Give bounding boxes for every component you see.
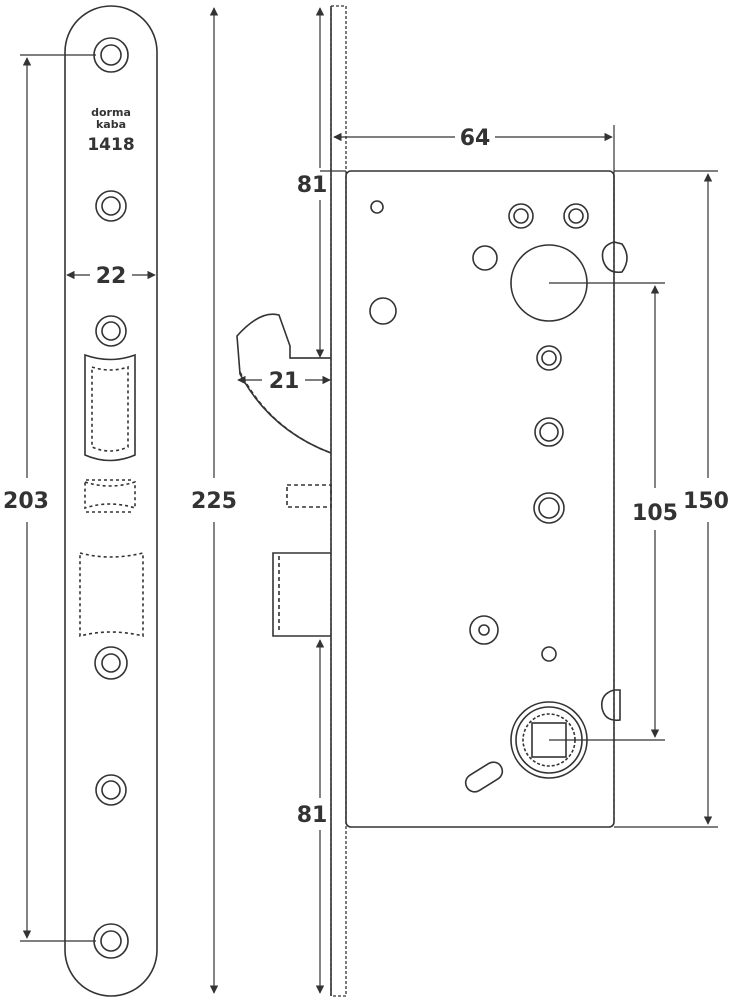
faceplate-screw-hole: [95, 774, 127, 806]
edge-notch-bottom: [600, 689, 621, 722]
case-rivet: [534, 417, 564, 447]
faceplate-screw-hole: [95, 315, 127, 347]
dim-label-150: 150: [683, 489, 729, 514]
faceplate-screw-hole: [95, 190, 127, 222]
latch-bolt: [286, 484, 332, 508]
dim-line-203: [20, 54, 96, 942]
dead-bolt: [272, 552, 331, 637]
dim-label-81-bottom: 81: [297, 803, 328, 828]
hook-bolt-slot: [84, 353, 136, 462]
dim-label-203: 203: [3, 489, 49, 514]
slot-hole: [464, 761, 504, 793]
faceplate-front-view: [64, 5, 158, 997]
case-rivet: [536, 345, 562, 371]
case-hole-small: [370, 200, 384, 214]
dim-line-105: [549, 282, 665, 741]
faceplate-screw-hole-top: [93, 37, 129, 73]
case-hole: [369, 297, 397, 325]
case-hole: [472, 245, 498, 271]
dim-label-22: 22: [96, 264, 127, 289]
faceplate-screw-hole-bottom: [93, 923, 129, 959]
faceplate-outline: [64, 5, 158, 997]
dim-label-64: 64: [460, 126, 491, 151]
model-number: 1418: [87, 135, 134, 155]
dim-label-81-top: 81: [297, 173, 328, 198]
case-rivet: [533, 492, 565, 524]
brand-line-2: kaba: [96, 118, 126, 131]
dim-line-150: [614, 170, 718, 828]
faceplate-screw-hole: [94, 646, 128, 680]
lock-side-view: [236, 5, 628, 997]
faceplate-edge: [330, 5, 347, 997]
dim-line-81-top: [290, 7, 346, 359]
dim-label-105: 105: [632, 501, 678, 526]
dim-label-21: 21: [269, 369, 300, 394]
dim-line-64: [333, 125, 615, 245]
deadbolt-slot: [79, 551, 144, 638]
case-rivet: [508, 203, 534, 229]
edge-notch-top: [601, 241, 628, 274]
latch-slot: [84, 480, 136, 510]
case-rivet: [563, 203, 589, 229]
case-rivet: [469, 615, 499, 645]
dim-label-225: 225: [191, 489, 237, 514]
brand-line-1: dorma: [91, 106, 131, 119]
case-hole-small: [541, 646, 557, 662]
